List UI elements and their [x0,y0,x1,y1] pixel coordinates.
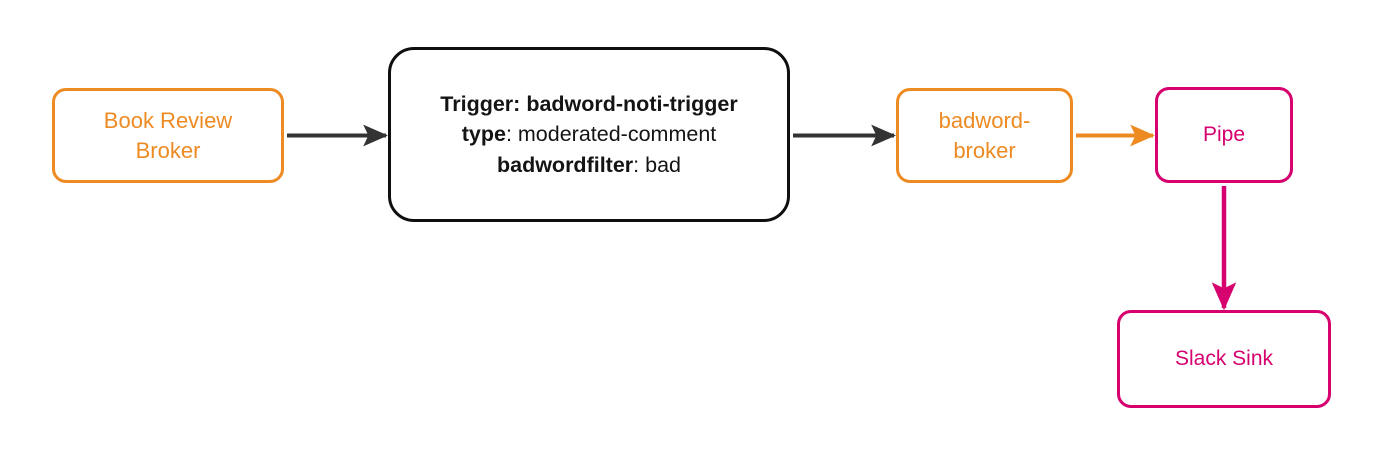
trigger-line-name: Trigger: badword-noti-trigger [440,89,737,120]
trigger-name-key: Trigger: [440,91,521,116]
node-pipe[interactable]: Pipe [1155,87,1293,183]
node-book-review-broker[interactable]: Book Review Broker [52,88,284,183]
trigger-type-value: moderated-comment [517,122,717,147]
trigger-line-type: type: moderated-comment [440,119,737,150]
trigger-badwordfilter-separator: : [633,152,646,177]
node-slack-sink-label: Slack Sink [1174,347,1274,371]
trigger-name-value: badword-noti-trigger [526,91,738,116]
trigger-line-badwordfilter: badwordfilter: bad [440,150,737,181]
node-slack-sink[interactable]: Slack Sink [1117,310,1331,408]
node-badword-broker-label: badword- broker [938,108,1031,163]
node-trigger[interactable]: Trigger: badword-noti-trigger type: mode… [388,47,790,222]
trigger-type-key: type [461,122,506,147]
trigger-type-separator: : [505,122,518,147]
node-trigger-label: Trigger: badword-noti-trigger type: mode… [440,89,737,181]
node-pipe-label: Pipe [1202,123,1246,147]
trigger-badwordfilter-key: badwordfilter [496,152,634,177]
node-badword-broker[interactable]: badword- broker [896,88,1073,183]
node-book-review-broker-label: Book Review Broker [103,108,233,163]
trigger-badwordfilter-value: bad [645,152,681,177]
